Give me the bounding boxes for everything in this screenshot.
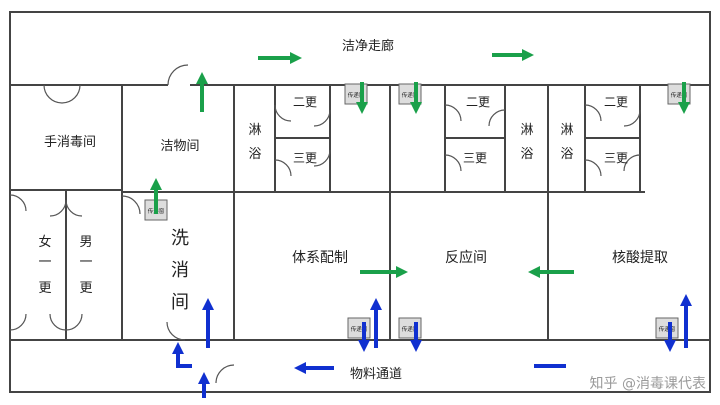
watermark: 知乎 @消毒课代表: [590, 375, 706, 392]
label-third-change: 三更: [463, 151, 487, 165]
svg-text:传递窗: 传递窗: [348, 91, 365, 99]
clean-flow-arrows: [150, 49, 690, 278]
label-male-first-change: 更: [79, 281, 92, 296]
label-clean-corridor: 洁净走廊: [342, 38, 394, 54]
label-third-change: 三更: [604, 151, 628, 165]
pass-box-icon: 传递窗: [347, 317, 371, 339]
label-shower: 淋: [520, 123, 533, 138]
label-second-change: 二更: [466, 95, 490, 109]
label-male-first-change: 一: [79, 255, 92, 270]
label-shower: 淋: [248, 123, 261, 138]
arrow-bend-icon: [172, 342, 192, 368]
svg-text:传递窗: 传递窗: [351, 325, 368, 333]
label-reaction-room: 反应间: [445, 249, 487, 266]
material-flow-arrows: [172, 294, 692, 398]
label-female-first-change: 一: [38, 255, 51, 270]
label-third-change: 三更: [293, 151, 317, 165]
walls: [9, 11, 711, 393]
pass-boxes: 传递窗 传递窗 传递窗 传递窗 传递窗 传递窗 传递窗: [144, 83, 691, 339]
svg-text:传递窗: 传递窗: [659, 325, 676, 333]
label-second-change: 二更: [293, 95, 317, 109]
label-second-change: 二更: [604, 95, 628, 109]
label-material-channel: 物料通道: [350, 367, 402, 382]
label-hand-disinfection: 手消毒间: [44, 135, 96, 150]
label-wash-disinfect: 洗: [171, 228, 189, 249]
label-nucleic-extraction: 核酸提取: [612, 250, 668, 266]
label-female-first-change: 女: [38, 234, 51, 250]
label-male-first-change: 男: [79, 235, 92, 250]
label-cleaning-room: 洁物间: [160, 139, 199, 154]
label-shower: 浴: [520, 147, 533, 162]
pass-box-icon: 传递窗: [667, 83, 691, 105]
label-wash-disinfect: 消: [171, 260, 189, 281]
label-wash-disinfect: 间: [171, 292, 189, 313]
label-reagent-prep: 体系配制: [292, 250, 348, 266]
label-female-first-change: 更: [38, 281, 51, 296]
svg-text:传递窗: 传递窗: [402, 91, 419, 99]
label-shower: 浴: [560, 147, 573, 162]
doors: [9, 64, 641, 384]
pass-box-icon: 传递窗: [655, 317, 679, 339]
room-labels: 洁净走廊 手消毒间 洁物间 淋 浴 二更 三更 二更 三更 淋 浴 淋 浴 二更…: [38, 38, 668, 382]
label-shower: 淋: [560, 123, 573, 138]
outer-wall: [9, 11, 711, 393]
svg-text:传递窗: 传递窗: [402, 325, 419, 333]
svg-text:传递窗: 传递窗: [671, 91, 688, 99]
label-shower: 浴: [248, 147, 261, 162]
